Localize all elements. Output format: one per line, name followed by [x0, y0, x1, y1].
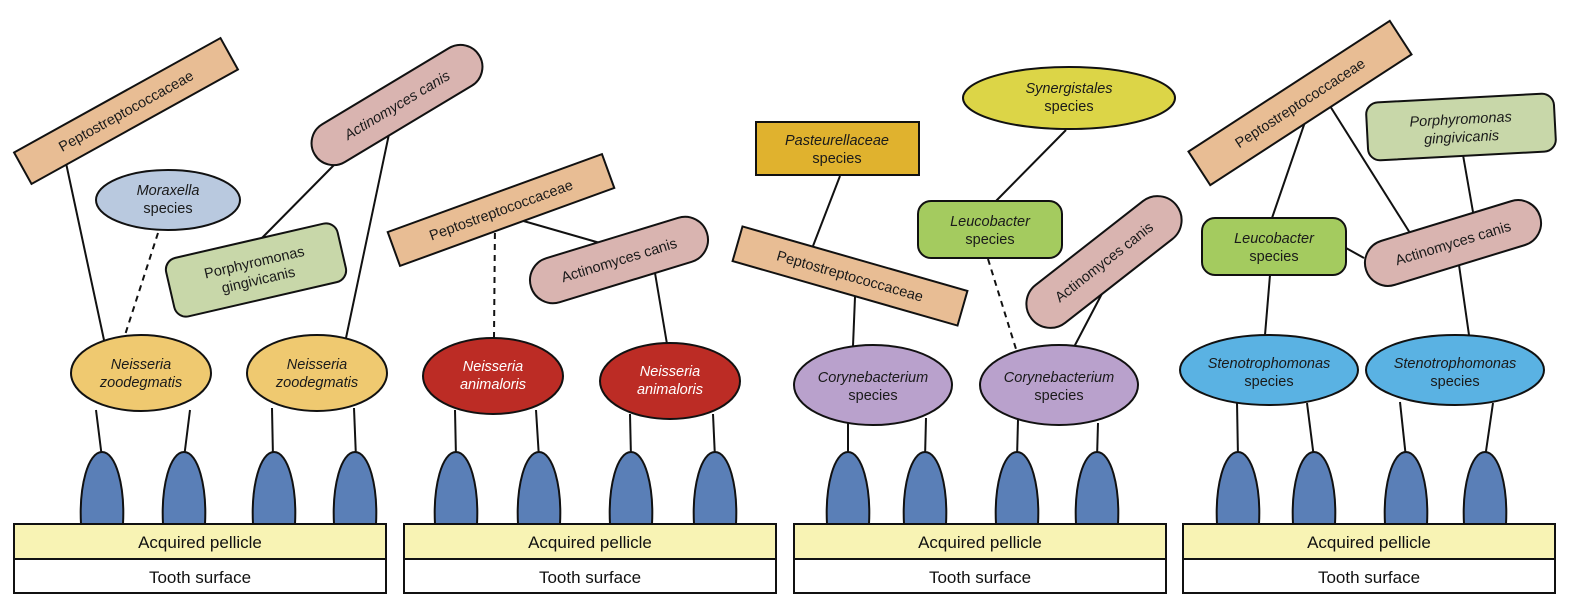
panel-2-base: Acquired pellicle Tooth surface [403, 523, 777, 594]
actinomyces-canis-node: Actinomyces canis [310, 43, 484, 167]
receptor-icon [825, 450, 871, 525]
svg-text:species: species [1244, 374, 1293, 390]
svg-text:Corynebacterium: Corynebacterium [818, 370, 928, 386]
neisseria-zoodegmatis-node: Neisseria zoodegmatis [70, 334, 212, 412]
svg-text:zoodegmatis: zoodegmatis [275, 375, 358, 391]
receptor-icon [692, 450, 738, 525]
moraxella-species-node: Moraxella species [95, 169, 241, 231]
actinomyces-canis-node: Actinomyces canis [1363, 199, 1543, 287]
tooth-surface-label: Tooth surface [929, 568, 1031, 587]
svg-text:Neisseria: Neisseria [287, 357, 347, 373]
receptor-icon [1291, 450, 1337, 525]
porphyromonas-gingivicanis-node: Porphyromonas gingivicanis [164, 222, 348, 318]
receptor-icon [1462, 450, 1508, 525]
receptor-icon [79, 450, 125, 525]
acquired-pellicle-label: Acquired pellicle [1307, 533, 1431, 552]
svg-text:species: species [1034, 388, 1083, 404]
acquired-pellicle-label: Acquired pellicle [918, 533, 1042, 552]
tooth-surface-label: Tooth surface [149, 568, 251, 587]
svg-text:Pasteurellaceae: Pasteurellaceae [785, 133, 889, 149]
receptors [79, 450, 1508, 525]
panel-4: Stenotrophomonas species Stenotrophomona… [1179, 19, 1557, 406]
panel-4-base: Acquired pellicle Tooth surface [1182, 523, 1556, 594]
svg-text:Leucobacter: Leucobacter [1234, 231, 1315, 247]
receptor-icon [1074, 450, 1120, 525]
tooth-surface-label: Tooth surface [1318, 568, 1420, 587]
svg-text:species: species [1044, 99, 1093, 115]
svg-text:zoodegmatis: zoodegmatis [99, 375, 182, 391]
neisseria-animaloris-node: Neisseria animaloris [599, 342, 741, 420]
svg-text:species: species [1430, 374, 1479, 390]
svg-text:Neisseria: Neisseria [111, 357, 171, 373]
svg-text:Neisseria: Neisseria [463, 359, 523, 375]
tooth-surface-label: Tooth surface [539, 568, 641, 587]
receptor-icon [1215, 450, 1261, 525]
neisseria-animaloris-node: Neisseria animaloris [422, 337, 564, 415]
panel-2: Neisseria animaloris Neisseria animalori… [386, 152, 741, 420]
svg-text:animaloris: animaloris [460, 377, 526, 393]
corynebacterium-species-node: Corynebacterium species [793, 344, 953, 426]
svg-text:species: species [143, 201, 192, 217]
acquired-pellicle-label: Acquired pellicle [138, 533, 262, 552]
svg-text:Porphyromonas: Porphyromonas [1409, 109, 1512, 130]
neisseria-zoodegmatis-node: Neisseria zoodegmatis [246, 334, 388, 412]
receptor-icon [251, 450, 297, 525]
svg-text:Stenotrophomonas: Stenotrophomonas [1394, 356, 1517, 372]
receptor-icon [608, 450, 654, 525]
svg-text:species: species [1249, 249, 1298, 265]
svg-text:Peptostreptococcaceae: Peptostreptococcaceae [56, 68, 196, 155]
stenotrophomonas-species-node: Stenotrophomonas species [1365, 334, 1545, 406]
svg-text:Synergistales: Synergistales [1025, 81, 1112, 97]
svg-text:Leucobacter: Leucobacter [950, 214, 1031, 230]
pasteurellaceae-species-node: Pasteurellaceae species [755, 121, 920, 176]
receptor-icon [332, 450, 378, 525]
panel-3: Corynebacterium species Corynebacterium … [731, 66, 1183, 426]
receptor-icon [902, 450, 948, 525]
svg-text:Stenotrophomonas: Stenotrophomonas [1208, 356, 1331, 372]
leucobacter-species-node: Leucobacter species [1201, 217, 1347, 276]
receptor-icon [1383, 450, 1429, 525]
receptor-icon [994, 450, 1040, 525]
svg-text:gingivicanis: gingivicanis [1424, 128, 1500, 148]
leucobacter-species-node: Leucobacter species [917, 200, 1063, 259]
stenotrophomonas-species-node: Stenotrophomonas species [1179, 334, 1359, 406]
receptor-icon [516, 450, 562, 525]
panel-3-base: Acquired pellicle Tooth surface [793, 523, 1167, 594]
svg-text:Neisseria: Neisseria [640, 364, 700, 380]
synergistales-species-node: Synergistales species [962, 66, 1176, 130]
receptor-icon [433, 450, 479, 525]
receptor-icon [161, 450, 207, 525]
panel-1-base: Acquired pellicle Tooth surface [13, 523, 387, 594]
actinomyces-canis-node: Actinomyces canis [529, 215, 709, 305]
svg-text:Moraxella: Moraxella [137, 183, 200, 199]
svg-text:animaloris: animaloris [637, 382, 703, 398]
peptostreptococcaceae-node: Peptostreptococcaceae [12, 36, 240, 186]
porphyromonas-gingivicanis-node: Porphyromonas gingivicanis [1365, 92, 1557, 162]
svg-text:species: species [965, 232, 1014, 248]
svg-text:species: species [812, 151, 861, 167]
svg-text:species: species [848, 388, 897, 404]
acquired-pellicle-label: Acquired pellicle [528, 533, 652, 552]
corynebacterium-species-node: Corynebacterium species [979, 344, 1139, 426]
svg-text:Corynebacterium: Corynebacterium [1004, 370, 1114, 386]
